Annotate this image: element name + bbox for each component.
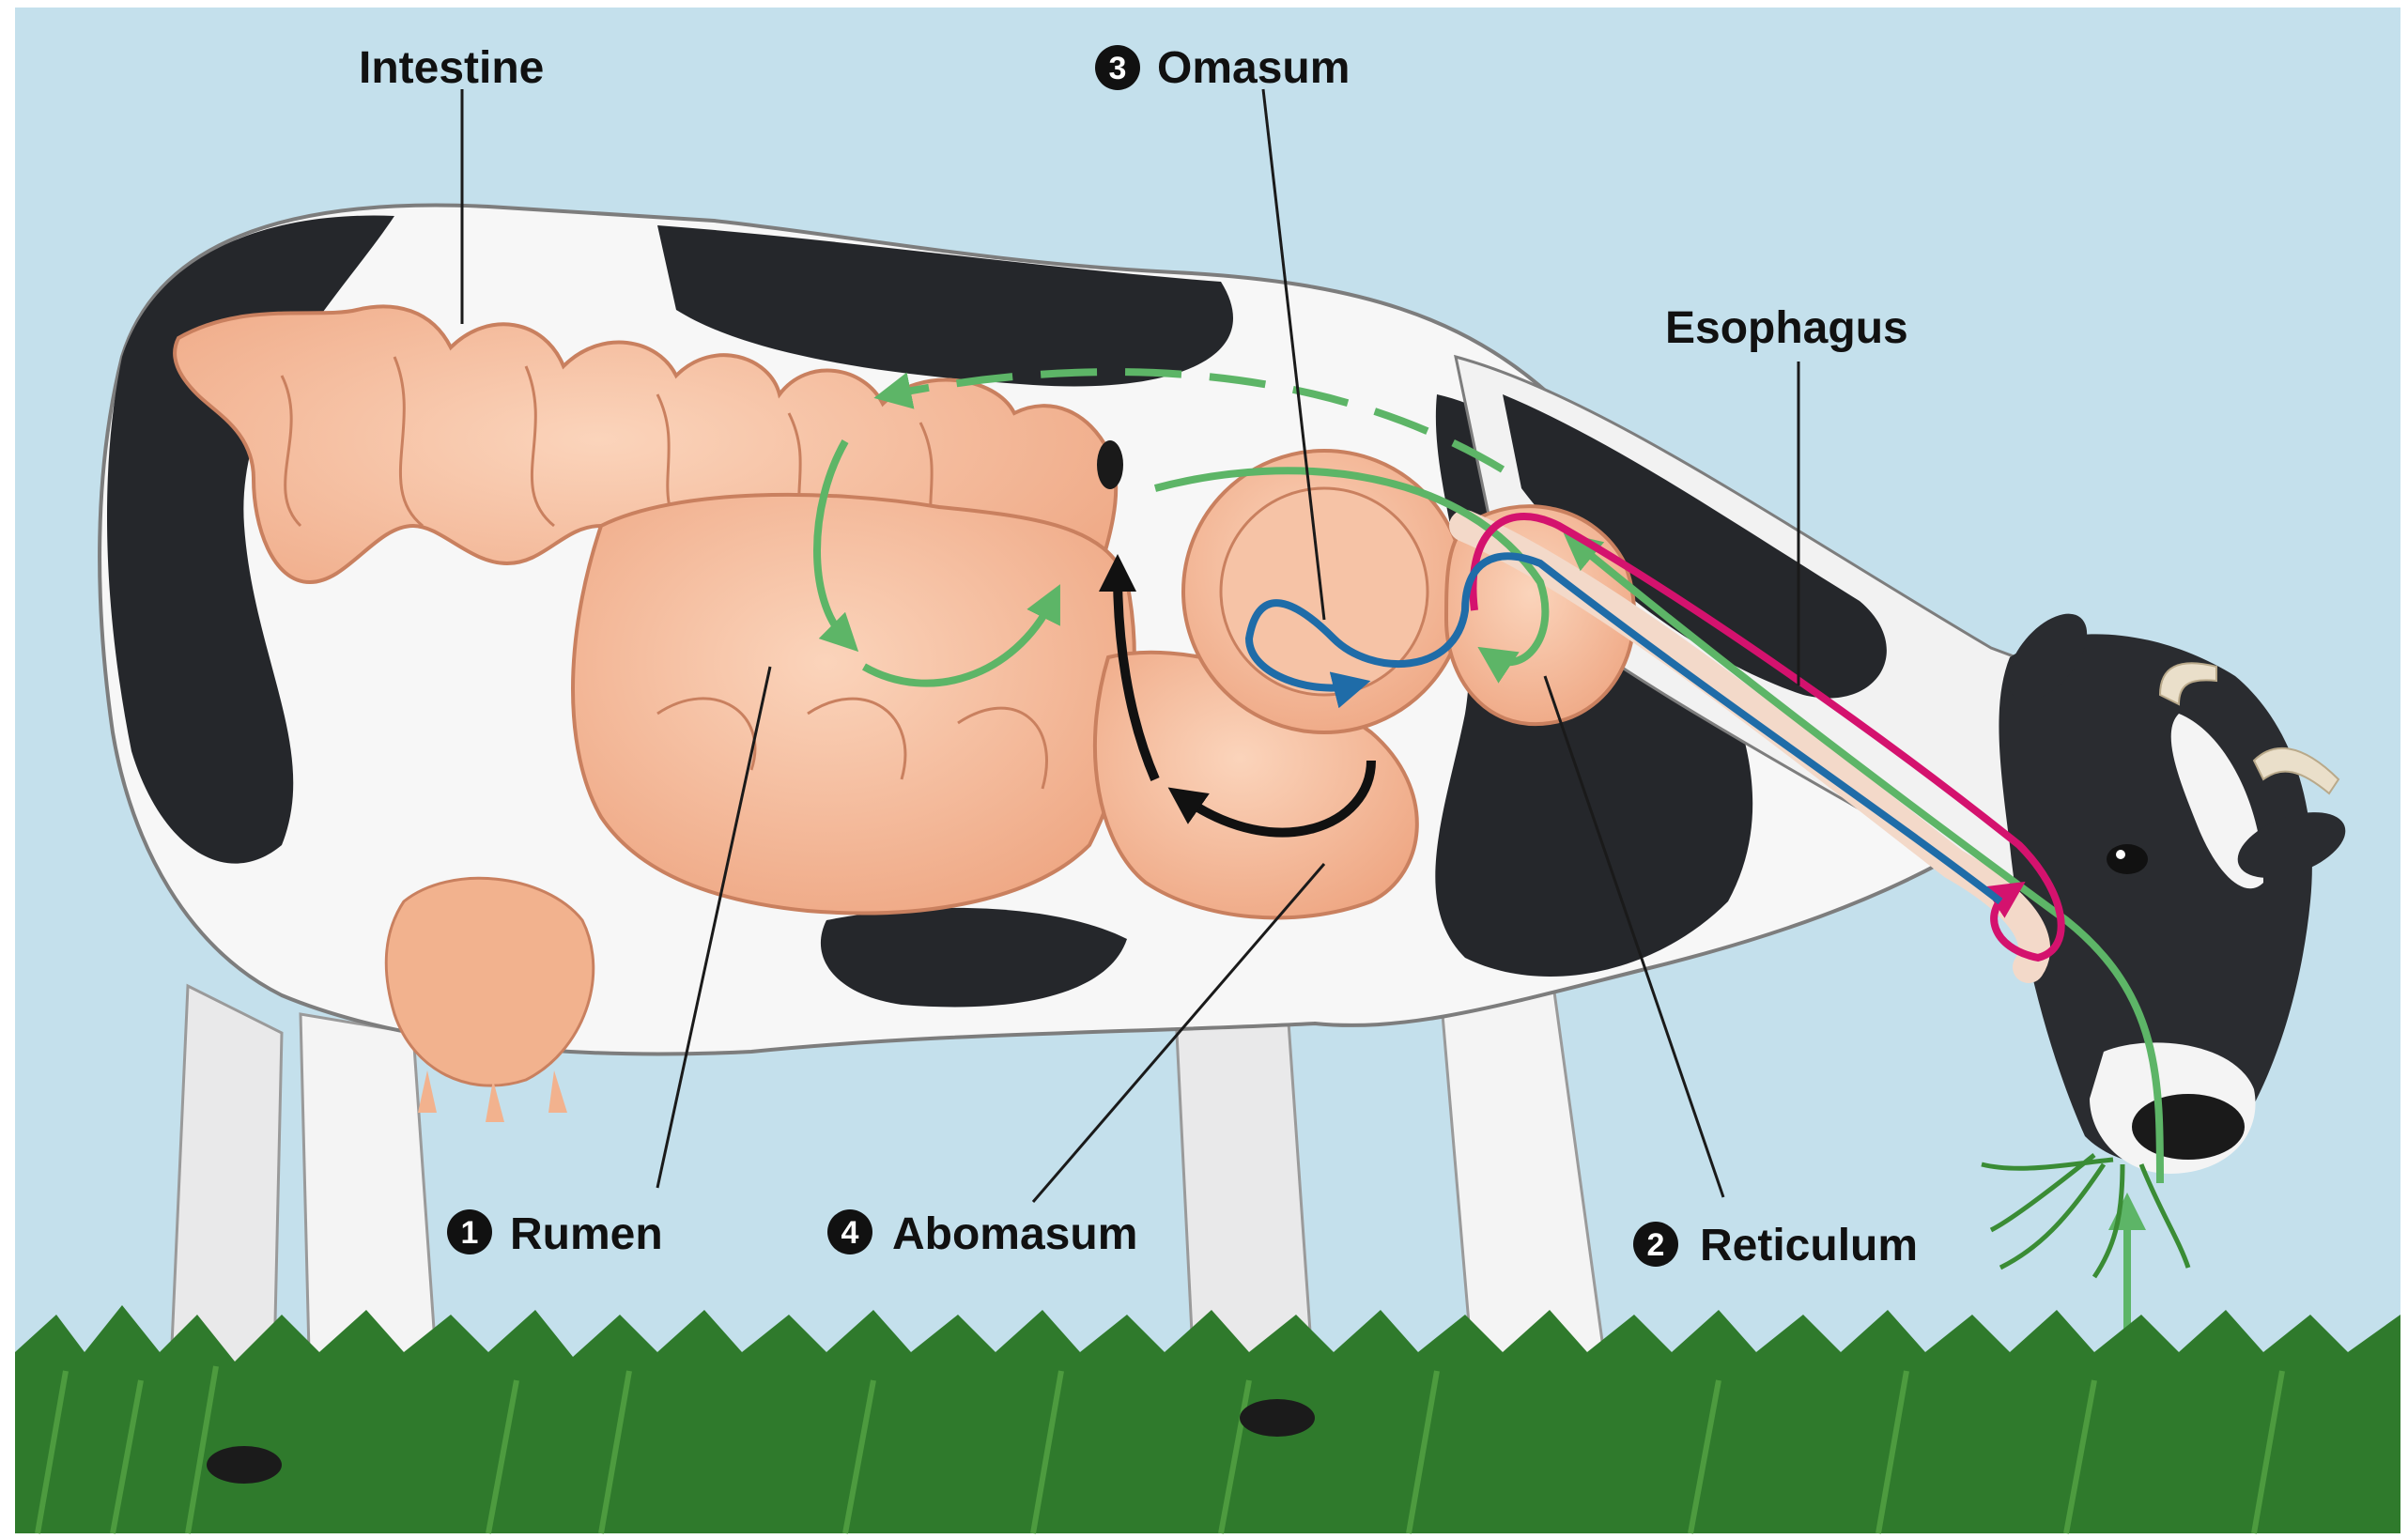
step-number-omasum: 3 [1109,51,1127,86]
label-rumen: Rumen [510,1209,663,1259]
step-number-reticulum: 2 [1647,1227,1665,1263]
label-omasum: Omasum [1157,43,1350,93]
eye [2107,844,2148,874]
rumen-organ [573,495,1135,914]
nose [2132,1094,2245,1160]
label-esophagus: Esophagus [1665,303,1908,353]
hoof [207,1446,282,1484]
hoof [1240,1399,1315,1437]
step-number-rumen: 1 [461,1215,479,1251]
label-abomasum: Abomasum [892,1209,1137,1259]
label-intestine: Intestine [359,43,544,93]
grass-ground [15,1305,2400,1533]
intestine-opening [1097,440,1123,489]
label-reticulum: Reticulum [1700,1221,1918,1270]
eye-highlight [2116,850,2125,859]
step-number-abomasum: 4 [841,1215,859,1251]
